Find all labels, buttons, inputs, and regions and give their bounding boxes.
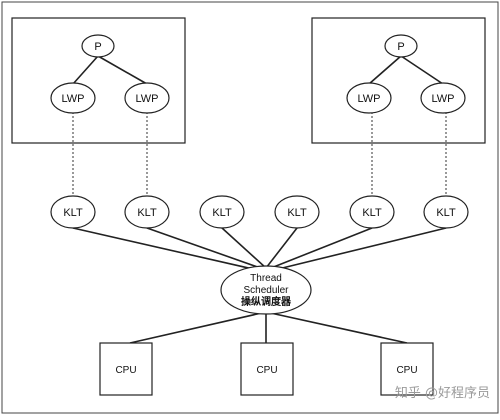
klt-label: KLT	[362, 207, 382, 219]
outer-frame	[1, 1, 499, 414]
klt-node-5: KLT	[349, 195, 395, 229]
klt-node-2: KLT	[124, 195, 170, 229]
klt-scheduler-line-1	[72, 227, 267, 273]
klt-scheduler-line-2	[146, 227, 267, 271]
lwp-node-3: LWP	[346, 82, 392, 114]
lwp-node-1: LWP	[50, 82, 96, 114]
scheduler-line-2: Scheduler	[243, 285, 289, 296]
lwp-label: LWP	[431, 93, 454, 105]
cpu-box-3: CPU	[380, 342, 434, 396]
lwp-node-4: LWP	[420, 82, 466, 114]
klt-scheduler-line-4	[265, 227, 298, 269]
p-lwp-line-left-1	[72, 55, 99, 85]
process-label: P	[397, 41, 404, 53]
cpu-label: CPU	[396, 365, 417, 376]
cpu-box-2: CPU	[240, 342, 294, 396]
p-lwp-line-right-2	[400, 55, 444, 85]
klt-node-6: KLT	[423, 195, 469, 229]
klt-label: KLT	[436, 207, 456, 219]
klt-label: KLT	[63, 207, 83, 219]
process-node-right: P	[384, 34, 418, 58]
klt-node-3: KLT	[199, 195, 245, 229]
thread-scheduler-node: Thread Scheduler 操纵调度器	[220, 265, 312, 315]
cpu-box-1: CPU	[99, 342, 153, 396]
klt-label: KLT	[212, 207, 232, 219]
klt-scheduler-line-5	[265, 227, 373, 271]
p-lwp-line-right-1	[368, 55, 402, 85]
scheduler-line-3: 操纵调度器	[241, 295, 292, 308]
process-box-left	[11, 17, 186, 144]
scheduler-line-1: Thread	[250, 273, 282, 284]
process-box-right	[311, 17, 486, 144]
klt-label: KLT	[287, 207, 307, 219]
lwp-label: LWP	[135, 93, 158, 105]
lwp-label: LWP	[357, 93, 380, 105]
lwp-node-2: LWP	[124, 82, 170, 114]
klt-label: KLT	[137, 207, 157, 219]
scheduler-cpu-line-1	[129, 311, 267, 344]
klt-node-4: KLT	[274, 195, 320, 229]
scheduler-cpu-line-3	[265, 311, 408, 344]
lwp-label: LWP	[61, 93, 84, 105]
klt-scheduler-line-3	[221, 227, 267, 269]
process-label: P	[94, 41, 101, 53]
process-node-left: P	[81, 34, 115, 58]
klt-node-1: KLT	[50, 195, 96, 229]
watermark-text: 知乎 @好程序员	[395, 385, 490, 401]
klt-scheduler-line-6	[265, 227, 447, 273]
cpu-label: CPU	[115, 365, 136, 376]
p-lwp-line-left-2	[97, 55, 148, 85]
cpu-label: CPU	[256, 365, 277, 376]
